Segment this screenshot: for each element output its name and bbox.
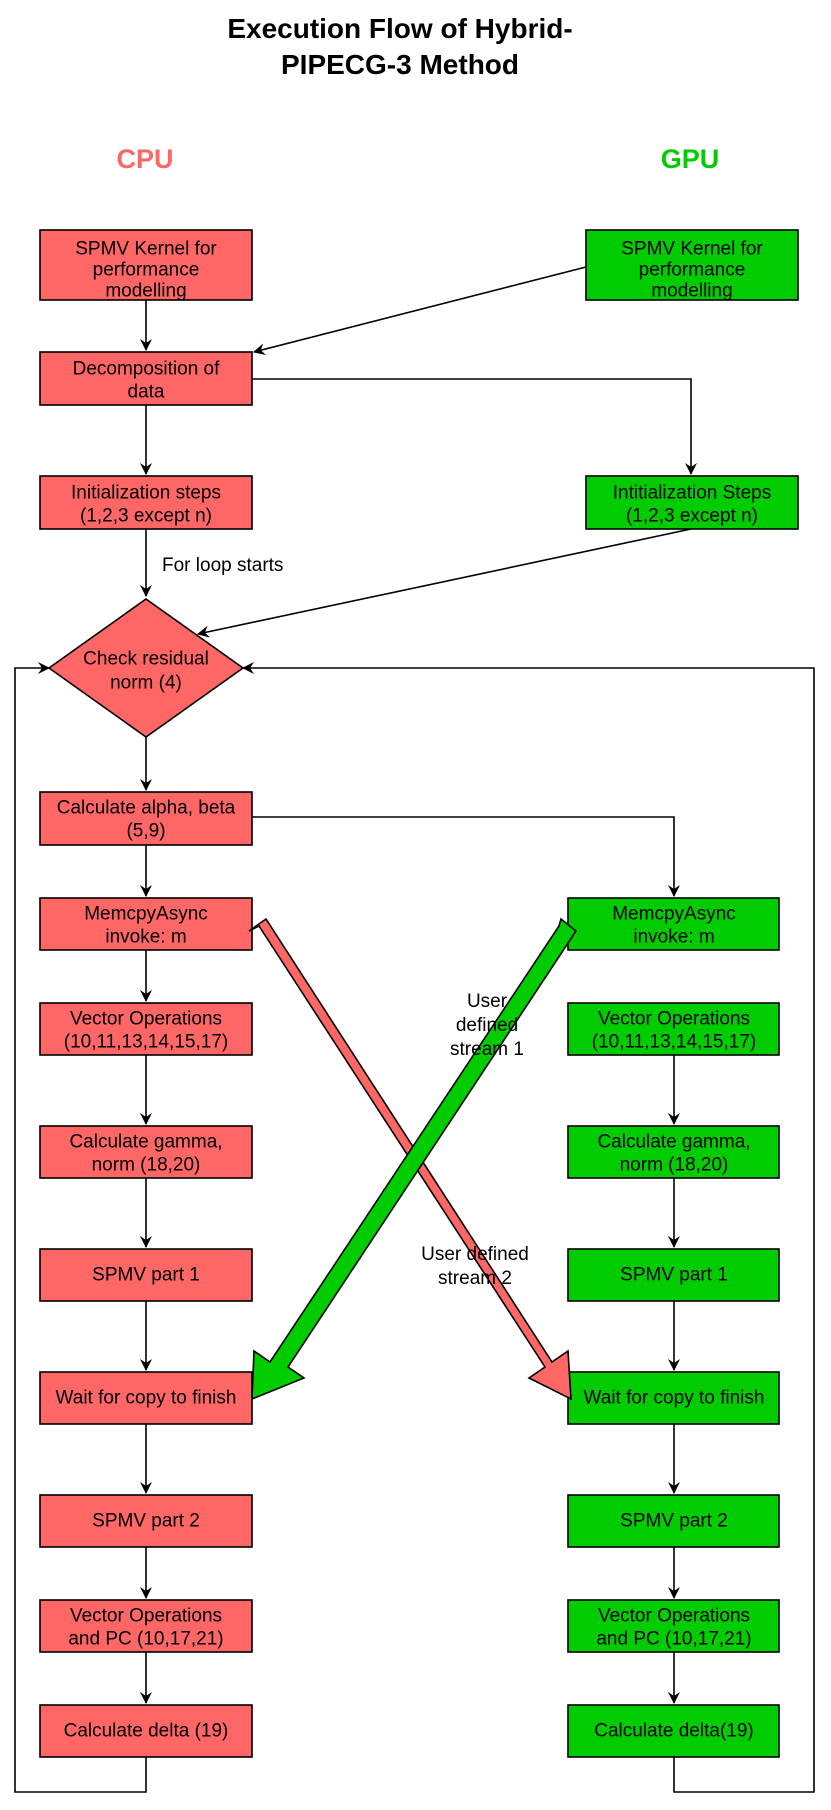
gpu-gamma-text-2: norm (18,20) (620, 1155, 729, 1176)
gpu-spmv-kernel-text-1: SPMV Kernel for (621, 239, 763, 260)
gpu-lane-label: GPU (661, 144, 720, 174)
diagram-title-line-2: PIPECG-3 Method (281, 49, 519, 80)
cpu-init-text-2: (1,2,3 except n) (80, 506, 212, 527)
cpu-spmv-kernel-text-3: modelling (105, 281, 186, 302)
cpu-spmv-part1-box: SPMV part 1 (39, 1248, 253, 1302)
cpu-vector-ops-box: Vector Operations (10,11,13,14,15,17) (39, 1002, 253, 1056)
gpu-init-text-2: (1,2,3 except n) (626, 506, 758, 527)
edge-cpu-alpha-to-gpu-memcpy (252, 816, 680, 897)
edge-cpu-delta-loop-back (14, 662, 147, 1793)
diagram-title-line-1: Execution Flow of Hybrid- (227, 13, 572, 44)
cpu-vector-pc-text-1: Vector Operations (70, 1606, 222, 1627)
gpu-gamma-box: Calculate gamma, norm (18,20) (567, 1125, 780, 1179)
cpu-spmv-kernel-box: SPMV Kernel for performance modelling (39, 229, 253, 302)
cpu-memcpy-text-1: MemcpyAsync (84, 904, 208, 925)
gpu-init-text-1: Intitialization Steps (613, 483, 771, 504)
cpu-lane-label: CPU (116, 144, 173, 174)
gpu-memcpy-text-1: MemcpyAsync (612, 904, 736, 925)
stream-2-label-2: stream 2 (438, 1268, 512, 1289)
cpu-memcpy-box: MemcpyAsync invoke: m (39, 897, 253, 951)
gpu-delta-text: Calculate delta(19) (594, 1721, 753, 1742)
gpu-wait-text: Wait for copy to finish (584, 1388, 765, 1409)
gpu-vector-ops-text-2: (10,11,13,14,15,17) (592, 1032, 756, 1053)
cpu-check-residual-diamond: Check residual norm (4) (47, 598, 245, 738)
gpu-vector-ops-text-1: Vector Operations (598, 1009, 750, 1030)
gpu-vector-pc-text-2: and PC (10,17,21) (596, 1629, 751, 1650)
cpu-gamma-text-1: Calculate gamma, (69, 1132, 222, 1153)
stream-1-label-3: stream 1 (450, 1039, 524, 1060)
stream-1-arrow (251, 917, 578, 1401)
gpu-spmv-kernel-text-3: modelling (651, 281, 732, 302)
stream-2-arrow (248, 917, 572, 1401)
gpu-spmv-kernel-box: SPMV Kernel for performance modelling (585, 229, 799, 302)
cpu-gamma-text-2: norm (18,20) (92, 1155, 201, 1176)
stream-1-label-2: defined (456, 1015, 518, 1036)
cpu-alpha-beta-box: Calculate alpha, beta (5,9) (39, 791, 253, 846)
cpu-vector-ops-text-2: (10,11,13,14,15,17) (64, 1032, 228, 1053)
gpu-spmv-kernel-text-2: performance (639, 260, 746, 281)
stream-1-label-1: User (467, 991, 508, 1012)
gpu-spmv-part2-text: SPMV part 2 (620, 1511, 728, 1532)
cpu-wait-text: Wait for copy to finish (56, 1388, 237, 1409)
for-loop-label: For loop starts (162, 555, 283, 576)
cpu-wait-box: Wait for copy to finish (39, 1371, 253, 1425)
edge-gpu-delta-loop-back (242, 662, 815, 1793)
edge-gpu-kernel-to-cpu-decomp (253, 266, 587, 356)
stream-2-label-1: User defined (421, 1244, 529, 1265)
gpu-vector-ops-box: Vector Operations (10,11,13,14,15,17) (567, 1002, 780, 1056)
gpu-spmv-part1-text: SPMV part 1 (620, 1265, 728, 1286)
cpu-memcpy-text-2: invoke: m (105, 927, 186, 948)
gpu-wait-box: Wait for copy to finish (567, 1371, 780, 1425)
gpu-spmv-part2-box: SPMV part 2 (567, 1494, 780, 1548)
cpu-spmv-part1-text: SPMV part 1 (92, 1265, 200, 1286)
cpu-alpha-beta-text-1: Calculate alpha, beta (57, 798, 236, 819)
gpu-delta-box: Calculate delta(19) (567, 1704, 780, 1758)
gpu-memcpy-text-2: invoke: m (633, 927, 714, 948)
cpu-init-text-1: Initialization steps (71, 483, 221, 504)
cpu-vector-pc-box: Vector Operations and PC (10,17,21) (39, 1599, 253, 1653)
cpu-decomposition-text-2: data (128, 382, 165, 403)
gpu-memcpy-box: MemcpyAsync invoke: m (567, 897, 780, 951)
cpu-check-text-2: norm (4) (110, 673, 182, 694)
gpu-spmv-part1-box: SPMV part 1 (567, 1248, 780, 1302)
cpu-gamma-box: Calculate gamma, norm (18,20) (39, 1125, 253, 1179)
cpu-spmv-part2-box: SPMV part 2 (39, 1494, 253, 1548)
cpu-delta-text: Calculate delta (19) (64, 1721, 229, 1742)
cpu-spmv-part2-text: SPMV part 2 (92, 1511, 200, 1532)
cpu-vector-pc-text-2: and PC (10,17,21) (68, 1629, 223, 1650)
cpu-check-text-1: Check residual (83, 649, 209, 670)
gpu-vector-pc-box: Vector Operations and PC (10,17,21) (567, 1599, 780, 1653)
cpu-alpha-beta-text-2: (5,9) (126, 821, 165, 842)
cpu-vector-ops-text-1: Vector Operations (70, 1009, 222, 1030)
edge-gpu-init-to-cpu-check (197, 528, 692, 638)
gpu-gamma-text-1: Calculate gamma, (597, 1132, 750, 1153)
edge-cpu-decomp-to-gpu-init (252, 378, 697, 475)
cpu-spmv-kernel-text-1: SPMV Kernel for (75, 239, 217, 260)
gpu-vector-pc-text-1: Vector Operations (598, 1606, 750, 1627)
cpu-decomposition-box: Decomposition of data (39, 351, 253, 406)
gpu-init-box: Intitialization Steps (1,2,3 except n) (585, 475, 799, 530)
cpu-init-box: Initialization steps (1,2,3 except n) (39, 475, 253, 530)
cpu-decomposition-text-1: Decomposition of (73, 359, 221, 380)
cpu-delta-box: Calculate delta (19) (39, 1704, 253, 1758)
cpu-spmv-kernel-text-2: performance (93, 260, 200, 281)
